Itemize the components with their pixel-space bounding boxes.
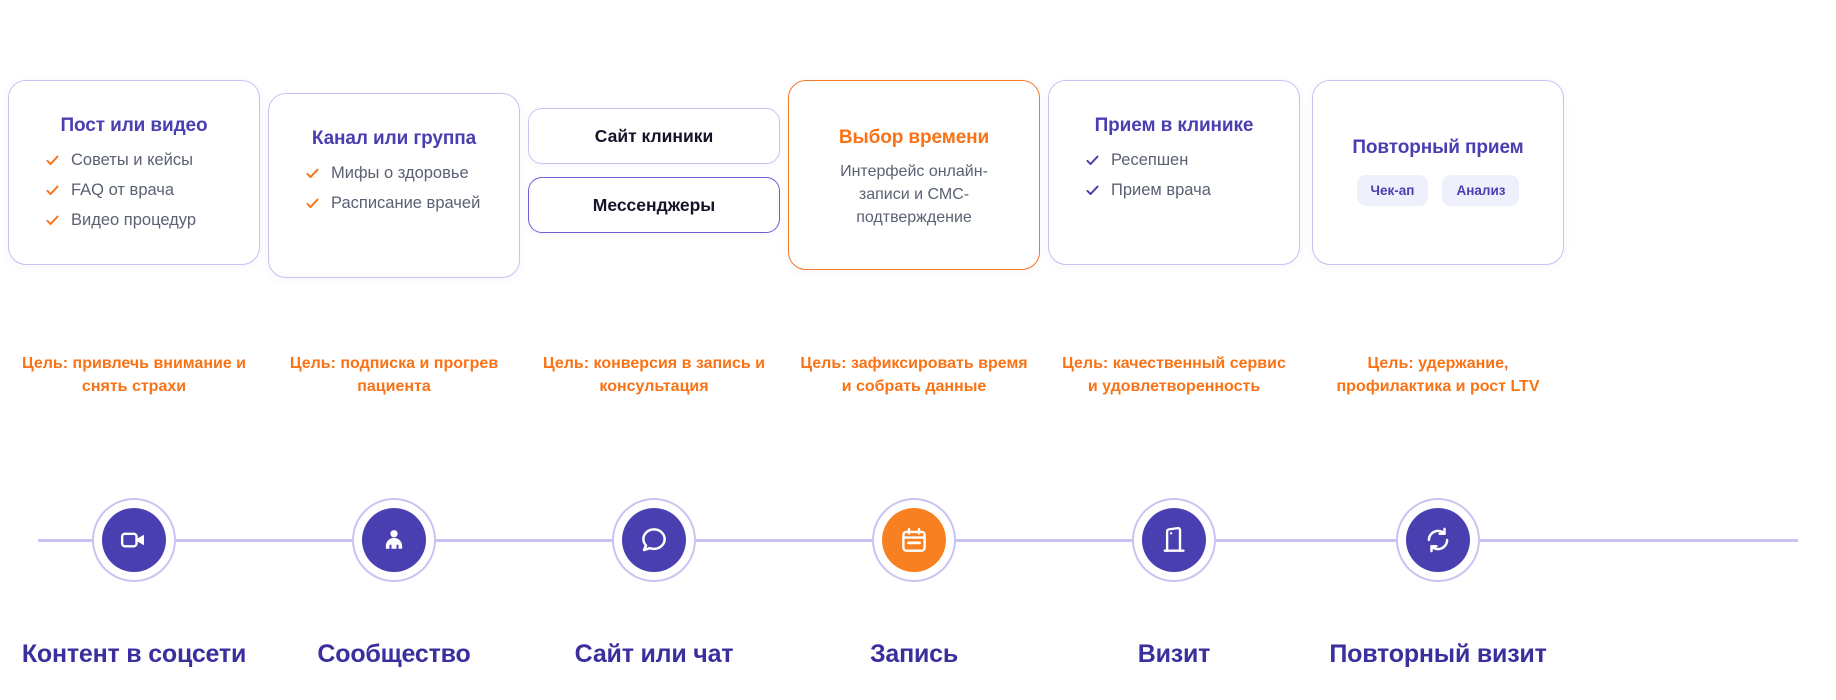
timeline-node-5[interactable] [1132, 498, 1216, 582]
check-icon [45, 183, 60, 198]
bullet-label: Мифы о здоровье [331, 164, 469, 182]
chip-2[interactable]: Анализ [1442, 175, 1520, 206]
check-icon [305, 166, 320, 181]
step-label-5: Визит [1137, 640, 1211, 668]
goal-label-5: Цель: качественный сервис и удовлетворен… [1062, 355, 1286, 396]
card-description: Интерфейс онлайн-записи и СМС-подтвержде… [840, 163, 988, 227]
bullet-label: Видео процедур [71, 211, 197, 229]
timeline-node-cell-5 [1048, 490, 1300, 590]
calendar-icon [882, 508, 946, 572]
bullet-item: Советы и кейсы [45, 151, 259, 170]
step-label-3: Сайт или чат [574, 640, 734, 668]
video-camera-icon [102, 508, 166, 572]
chip-group: Чек-ап Анализ [1356, 175, 1520, 206]
bullet-label: Советы и кейсы [71, 151, 194, 169]
step-label-1: Контент в соцсети [21, 640, 247, 668]
goal-label-4: Цель: зафиксировать время и собрать данн… [800, 355, 1028, 396]
goals-row: Цель: привлечь внимание и снять страхи Це… [0, 352, 1836, 398]
bullet-item: Расписание врачей [305, 194, 519, 213]
bullet-item: Ресепшен [1085, 151, 1299, 170]
step-label-4: Запись [869, 640, 959, 668]
check-icon [45, 153, 60, 168]
timeline-node-cell-3 [528, 490, 780, 590]
check-icon [1085, 153, 1100, 168]
bullet-label: FAQ от врача [71, 181, 175, 199]
bullet-item: Мифы о здоровье [305, 164, 519, 183]
door-icon [1142, 508, 1206, 572]
goal-label-6: Цель: удержание, профилактика и рост LTV [1336, 355, 1540, 396]
bullet-label: Прием врача [1111, 181, 1211, 199]
timeline-node-cell-2 [268, 490, 520, 590]
timeline-node-1[interactable] [92, 498, 176, 582]
chat-bubble-icon [622, 508, 686, 572]
card-title: Выбор времени [838, 127, 990, 148]
check-icon [45, 213, 60, 228]
goal-label-2: Цель: подписка и прогрев пациента [289, 355, 499, 396]
card-title: Повторный прием [1352, 137, 1524, 158]
pill-button-2[interactable]: Мессенджеры [528, 177, 780, 233]
timeline-node-6[interactable] [1396, 498, 1480, 582]
chip-1[interactable]: Чек-ап [1356, 175, 1429, 206]
timeline-node-cell-1 [8, 490, 260, 590]
bullet-item: Прием врача [1085, 181, 1299, 200]
timeline-nodes [0, 490, 1836, 590]
goal-label-1: Цель: привлечь внимание и снять страхи [21, 355, 246, 396]
card-title: Канал или группа [311, 128, 477, 149]
timeline-node-cell-6 [1312, 490, 1564, 590]
refresh-cycle-icon [1406, 508, 1470, 572]
bullet-label: Расписание врачей [331, 194, 481, 212]
timeline-node-3[interactable] [612, 498, 696, 582]
community-icon [362, 508, 426, 572]
check-icon [305, 196, 320, 211]
bullet-item: FAQ от врача [45, 181, 259, 200]
pill-button-1[interactable]: Сайт клиники [528, 108, 780, 164]
step-labels-row: Контент в соцсети Сообщество Сайт или чат З… [0, 640, 1836, 669]
timeline [0, 490, 1836, 590]
timeline-node-4[interactable] [872, 498, 956, 582]
step-label-6: Повторный визит [1329, 640, 1547, 668]
goal-label-3: Цель: конверсия в запись и консультация [542, 355, 766, 396]
step-label-2: Сообщество [317, 640, 471, 668]
timeline-node-cell-4 [788, 490, 1040, 590]
check-icon [1085, 183, 1100, 198]
timeline-node-2[interactable] [352, 498, 436, 582]
card-title: Прием в клинике [1094, 115, 1254, 136]
card-title: Пост или видео [60, 115, 208, 136]
bullet-item: Видео процедур [45, 211, 259, 230]
bullet-label: Ресепшен [1111, 151, 1189, 169]
